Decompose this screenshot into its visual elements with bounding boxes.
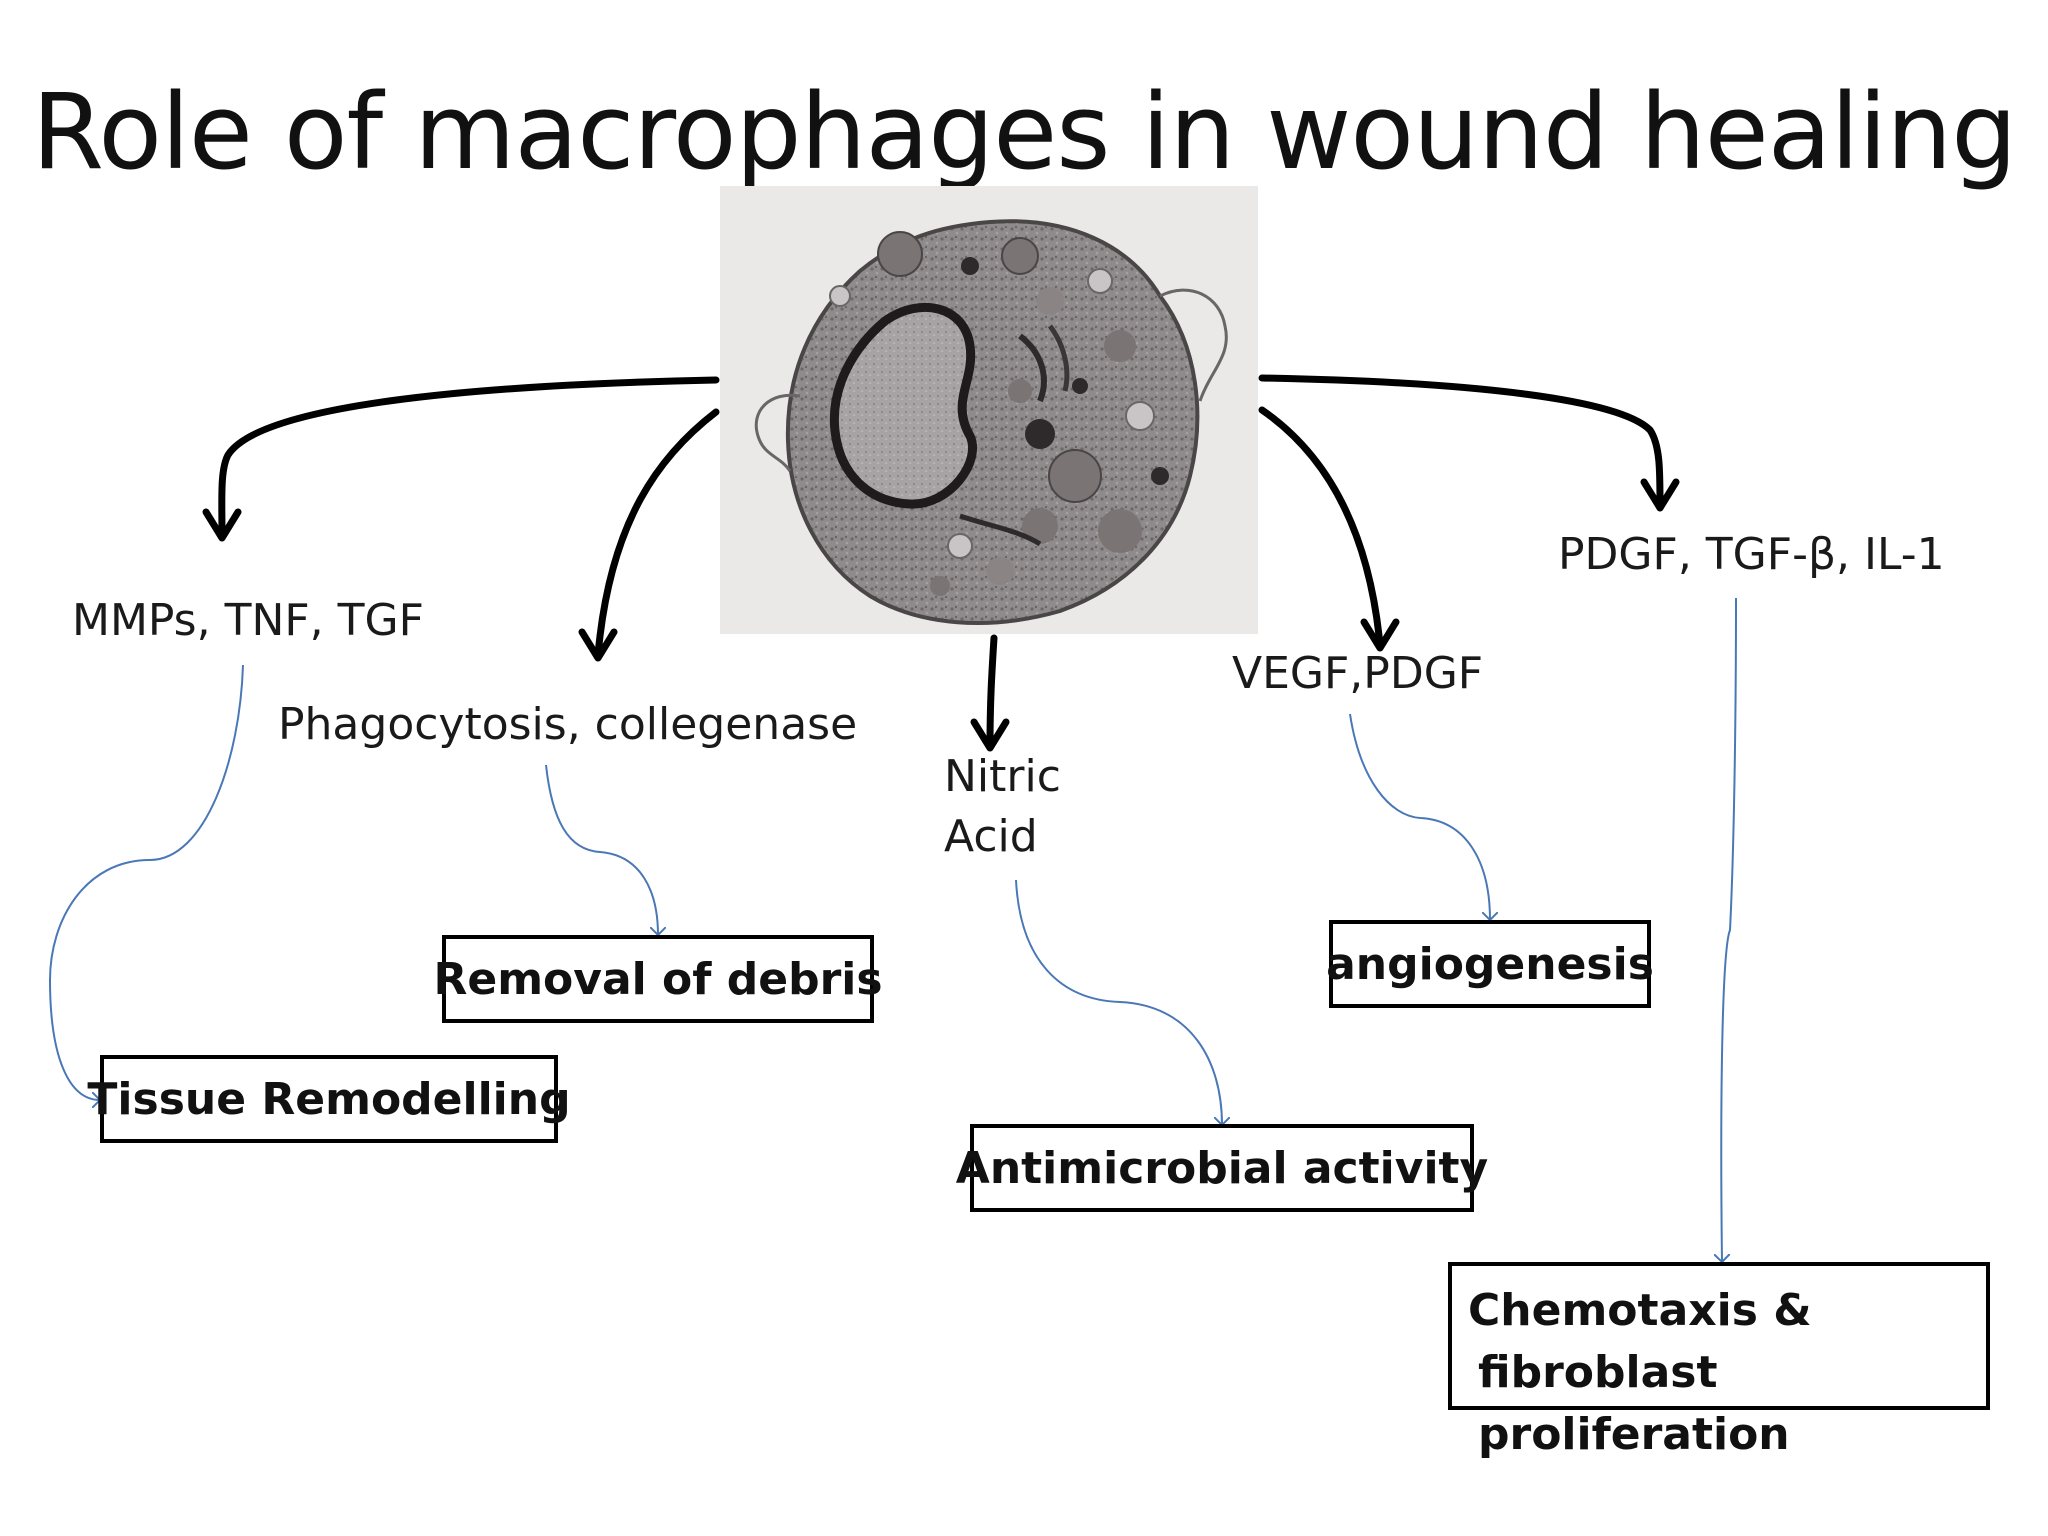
arrow-to-vegf-head <box>1360 618 1400 652</box>
connector-vegf-to-angiogenesis <box>1349 713 1490 920</box>
connector-nitric-to-antimicrobial <box>1015 879 1222 1125</box>
label-pdgf-tgf-il1: PDGF, TGF-β, IL-1 <box>1558 529 1945 580</box>
box-chemotaxis: Chemotaxis & fibroblast proliferation <box>1448 1262 1990 1460</box>
label-nitric: Nitric <box>944 751 1061 802</box>
box-tissue-remodelling: Tissue Remodelling <box>87 1055 571 1143</box>
label-acid: Acid <box>944 811 1038 862</box>
label-vegf-pdgf: VEGF,PDGF <box>1232 648 1484 699</box>
connector-phagocytosis-to-debris <box>545 764 658 935</box>
arrow-to-pdgf <box>1258 374 1664 509</box>
arrow-to-phagocytosis-head <box>578 628 618 662</box>
label-phagocytosis: Phagocytosis, collegenase <box>278 699 858 750</box>
arrow-to-nitric <box>986 634 998 749</box>
chemotaxis-line1: Chemotaxis & <box>1468 1285 1812 1336</box>
box-removal-of-debris: Removal of debris <box>433 935 883 1023</box>
chemotaxis-line2: fibroblast proliferation <box>1478 1347 1790 1460</box>
connector-mmps-to-remodelling <box>48 664 244 1100</box>
label-mmps-tnf-tgf: MMPs, TNF, TGF <box>72 595 424 646</box>
box-angiogenesis: angiogenesis <box>1326 920 1654 1008</box>
page-title: Role of macrophages in wound healing <box>31 71 2017 193</box>
macrophage-image <box>720 186 1258 634</box>
arrow-to-vegf <box>1258 406 1384 649</box>
box-antimicrobial-activity: Antimicrobial activity <box>956 1124 1488 1212</box>
arrow-to-phagocytosis <box>594 408 720 659</box>
arrow-to-pdgf-head <box>1640 478 1680 512</box>
connector-pdgf-to-chemotaxis <box>1721 597 1737 1262</box>
arrow-to-mmps <box>218 376 720 539</box>
arrow-to-mmps-head <box>202 508 242 542</box>
arrow-to-nitric-head <box>970 718 1010 752</box>
